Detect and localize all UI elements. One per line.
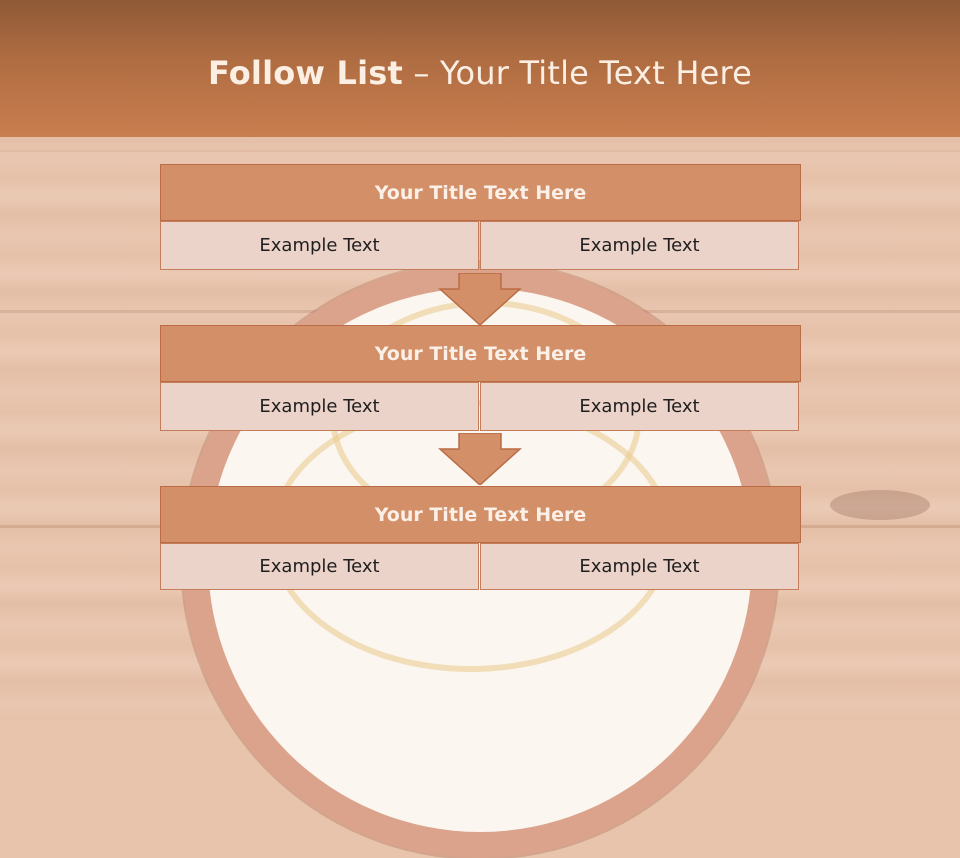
block-cell-right: Example Text [480,543,799,590]
block-title: Your Title Text Here [160,164,801,221]
down-arrow-icon [438,273,522,325]
flow-block-2: Your Title Text Here Example Text Exampl… [160,325,801,431]
wood-knot [830,490,930,520]
down-arrow-icon [438,433,522,485]
block-cell-right: Example Text [480,382,799,431]
flow-block-3: Your Title Text Here Example Text Exampl… [160,486,801,592]
block-cell-left: Example Text [160,382,479,431]
slide-title-rest: – Your Title Text Here [403,54,753,92]
header-band: Follow List – Your Title Text Here [0,0,960,137]
block-title: Your Title Text Here [160,486,801,543]
block-title: Your Title Text Here [160,325,801,382]
block-cell-left: Example Text [160,221,479,270]
block-cell-left: Example Text [160,543,479,590]
flow-block-1: Your Title Text Here Example Text Exampl… [160,164,801,270]
block-cell-right: Example Text [480,221,799,270]
slide-title-bold: Follow List [207,54,404,92]
slide-title: Follow List – Your Title Text Here [0,54,960,92]
